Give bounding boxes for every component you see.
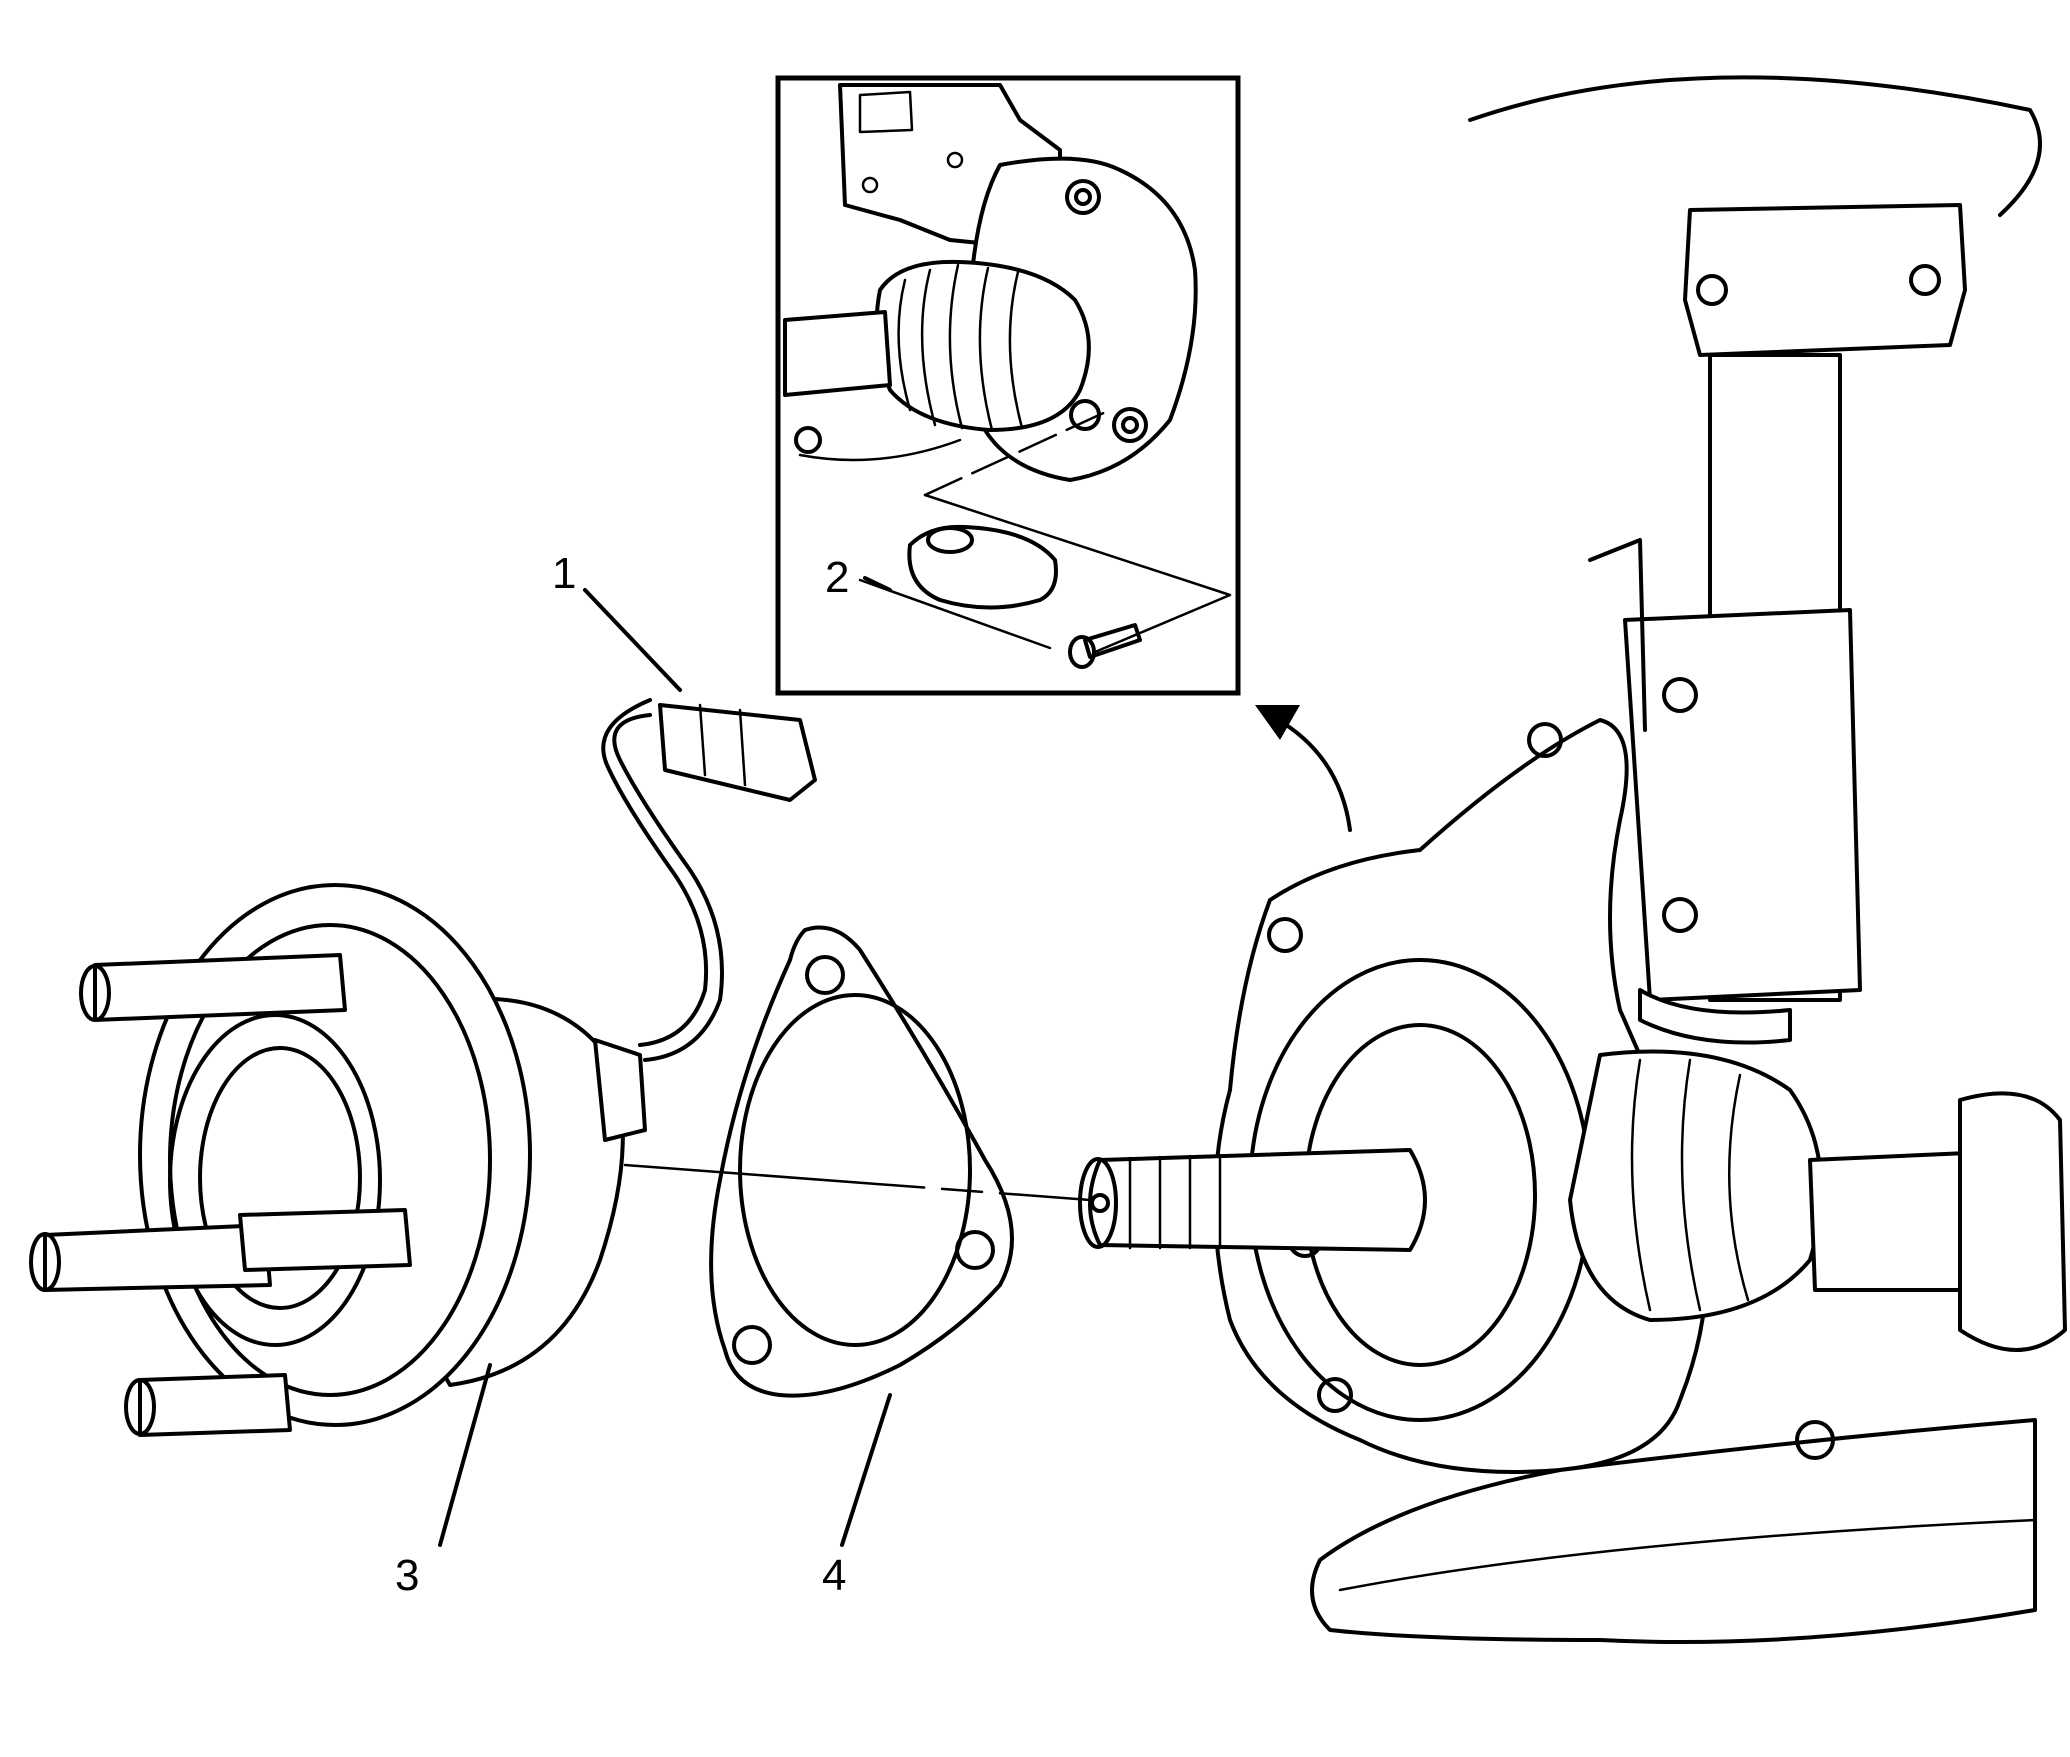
knuckle-stub-shaft [1078,1148,1427,1252]
inset-ball-joint [907,524,1058,610]
leader-line-1 [583,588,682,692]
wheel-hub-bearing [29,883,647,1437]
drive-axle [1568,1049,2067,1352]
inset-bolt [1083,623,1142,659]
wheel-stud [29,1223,272,1292]
wheel-stud [124,1373,292,1437]
sensor-connector [658,703,817,802]
inset-pointer-arrow [1273,716,1352,832]
alignment-centerline [623,1163,1092,1202]
wheel-speed-sensor-harness [601,698,817,1062]
strut-assembly [1468,75,2042,1045]
callout-2: 2 [825,553,849,602]
inset-detail [775,75,1241,696]
inset-axle-shaft [783,310,892,397]
inset-pointer-arrow-head [1255,705,1300,740]
inset-cv-boot [874,259,1091,432]
lower-control-arm [1310,1418,2037,1644]
leader-line-4 [840,1393,892,1547]
callout-1: 1 [552,549,576,598]
leader-line-3 [438,1363,492,1547]
callout-4: 4 [822,1551,846,1600]
wheel-stud [238,1208,412,1272]
callout-3: 3 [395,1551,419,1600]
gasket [709,925,1014,1398]
leader-line-2 [863,576,892,592]
wheel-stud [79,953,347,1022]
